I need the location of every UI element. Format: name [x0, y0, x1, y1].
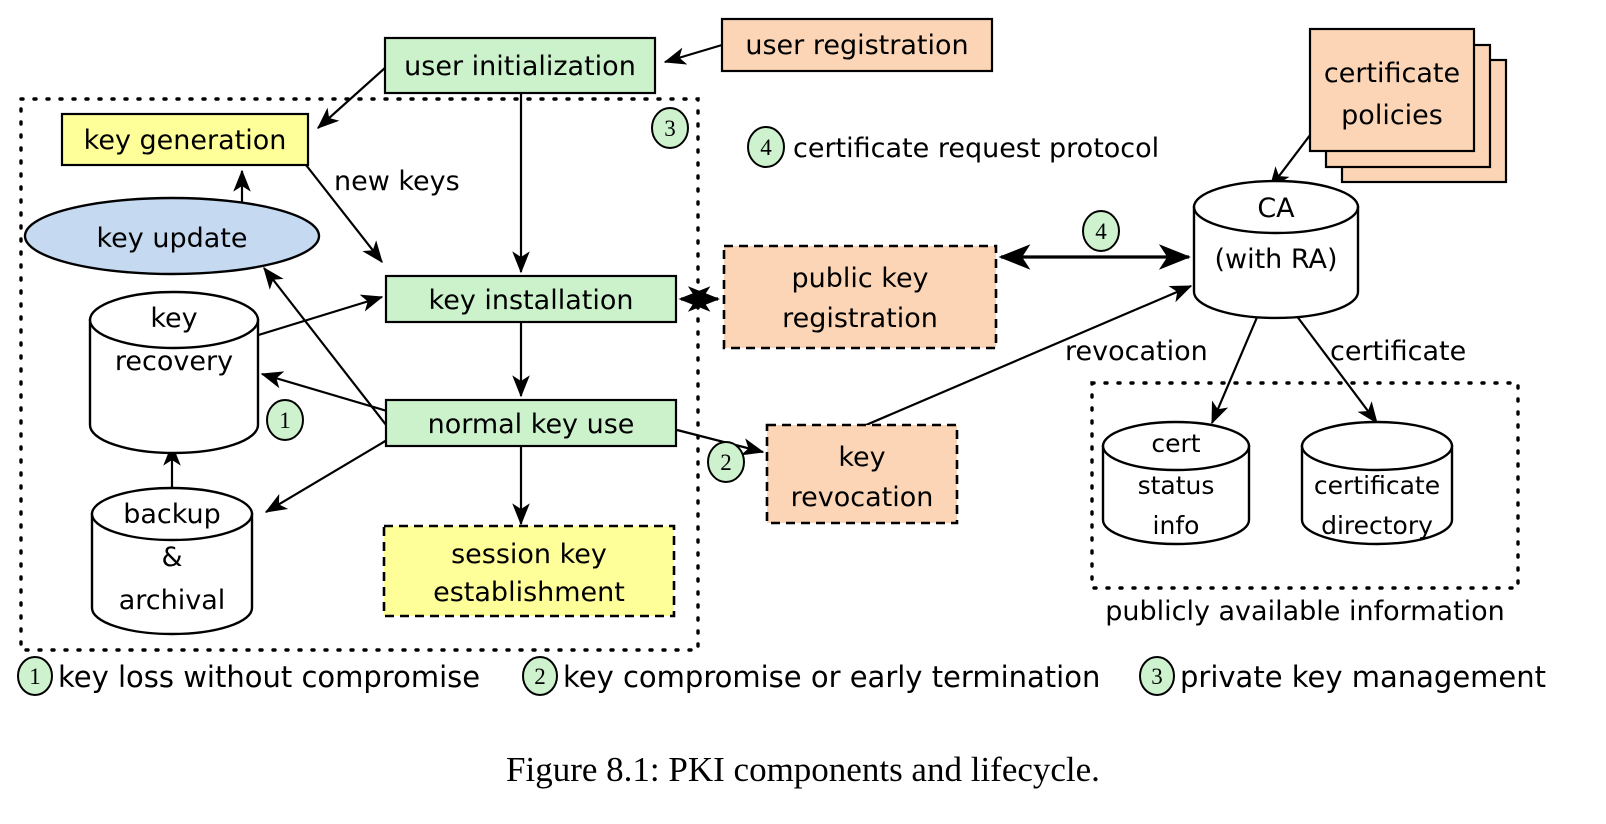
legend-item-3-text: private key management	[1180, 660, 1546, 694]
node-key-update-label: key update	[97, 223, 248, 254]
node-session-key-label-1: session key	[451, 539, 607, 570]
edge-label-revocation: revocation	[1065, 336, 1208, 367]
badge-2-label: 2	[720, 450, 732, 475]
edge-registration-to-initialization	[663, 43, 723, 65]
node-cert-status-info[interactable]: cert status info	[1101, 420, 1251, 546]
node-key-recovery-label-2: recovery	[115, 346, 233, 377]
legend-item-3: 3 private key management	[1139, 656, 1546, 696]
node-cert-status-label-1: cert	[1151, 429, 1200, 458]
edge-normaluse-to-backup	[264, 439, 388, 513]
badge-1-label: 1	[279, 408, 291, 433]
node-certificate-directory[interactable]: certificate directory	[1300, 420, 1454, 546]
legend-item-1-num: 1	[29, 664, 41, 689]
edge-recovery-to-installation	[251, 294, 384, 339]
legend-item-1-text: key loss without compromise	[58, 660, 480, 694]
node-key-installation-label: key installation	[429, 285, 634, 316]
node-key-update[interactable]: key update	[23, 196, 321, 276]
edge-generation-to-installation	[305, 164, 383, 264]
figure-caption: Figure 8.1: PKI components and lifecycle…	[506, 750, 1100, 789]
node-session-key-establishment[interactable]: session key establishment	[382, 524, 676, 618]
node-user-initialization[interactable]: user initialization	[383, 36, 657, 95]
badge-4-edge: 4	[1082, 210, 1120, 252]
group-label-publicly-available-information: publicly available information	[1105, 596, 1505, 627]
node-key-revocation-label-1: key	[838, 442, 885, 473]
legend-item-2-text: key compromise or early termination	[563, 660, 1100, 694]
label-certificate-request-protocol: certificate request protocol	[793, 133, 1159, 164]
node-backup-archival[interactable]: backup & archival	[90, 486, 254, 636]
node-session-key-label-2: establishment	[433, 577, 625, 608]
node-public-key-registration[interactable]: public key registration	[722, 244, 998, 350]
node-certificate-policies[interactable]: certificate policies	[1308, 27, 1508, 184]
badge-4-inline-label: 4	[760, 135, 772, 160]
legend-item-2: 2 key compromise or early termination	[522, 656, 1100, 696]
node-public-key-reg-label-2: registration	[782, 303, 938, 334]
badge-4-edge-label: 4	[1095, 219, 1107, 244]
edge-ca-to-cert-directory	[1295, 314, 1378, 425]
node-ca-label-2: (with RA)	[1214, 244, 1337, 275]
badge-3: 3	[651, 107, 689, 149]
node-ca-with-ra[interactable]: CA (with RA)	[1192, 179, 1360, 320]
node-user-initialization-label: user initialization	[404, 51, 636, 82]
node-key-recovery[interactable]: key recovery	[88, 290, 260, 455]
node-key-revocation[interactable]: key revocation	[765, 423, 959, 525]
edge-normaluse-to-revocation	[676, 428, 765, 456]
group-private-key-management	[19, 97, 700, 652]
node-backup-label-3: archival	[119, 585, 226, 616]
badge-1: 1	[266, 399, 304, 441]
node-user-registration[interactable]: user registration	[720, 17, 994, 73]
edge-label-certificate: certificate	[1330, 336, 1466, 367]
badge-4-inline: 4	[747, 126, 785, 168]
node-certificate-policies-label-1: certificate	[1324, 58, 1460, 89]
node-normal-key-use[interactable]: normal key use	[384, 398, 678, 448]
node-backup-label-1: backup	[123, 499, 221, 530]
node-key-revocation-label-2: revocation	[791, 482, 934, 513]
edge-normaluse-to-update	[263, 266, 391, 431]
edge-ca-to-cert-status	[1210, 314, 1260, 425]
node-ca-label-1: CA	[1257, 193, 1295, 224]
edge-revocation-to-ca	[837, 284, 1193, 439]
edge-normaluse-to-recovery	[260, 371, 388, 413]
node-certificate-policies-label-2: policies	[1341, 100, 1443, 131]
node-public-key-reg-label-1: public key	[791, 263, 928, 294]
node-key-generation-label: key generation	[84, 125, 287, 156]
node-key-installation[interactable]: key installation	[384, 274, 678, 324]
node-key-generation[interactable]: key generation	[60, 112, 310, 167]
edge-label-new-keys: new keys	[334, 166, 460, 197]
node-cert-status-label-3: info	[1153, 511, 1200, 540]
legend-item-3-num: 3	[1151, 664, 1163, 689]
badge-2: 2	[707, 441, 745, 483]
node-key-recovery-label-1: key	[150, 303, 197, 334]
legend-item-1: 1 key loss without compromise	[17, 656, 480, 696]
node-user-registration-label: user registration	[745, 30, 968, 61]
badge-3-label: 3	[664, 116, 676, 141]
node-cert-status-label-2: status	[1138, 471, 1215, 500]
group-publicly-available-information	[1090, 381, 1520, 590]
node-cert-directory-label-1: certificate	[1314, 471, 1440, 500]
node-cert-directory-label-2: directory	[1321, 511, 1433, 540]
node-normal-key-use-label: normal key use	[428, 409, 635, 440]
node-backup-label-2: &	[161, 542, 182, 573]
legend-item-2-num: 2	[534, 664, 546, 689]
edge-initialization-to-generation	[317, 66, 387, 129]
